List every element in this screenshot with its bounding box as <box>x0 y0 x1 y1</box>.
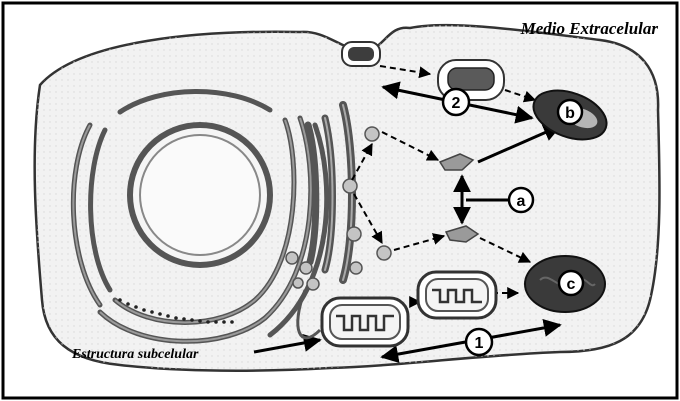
marker-2-label: 2 <box>452 95 461 112</box>
nucleus <box>130 125 270 265</box>
mitochondrion-subcellular <box>322 298 408 346</box>
label-medio-extracelular: Medio Extracelular <box>520 19 659 38</box>
mitochondrion-2 <box>418 272 496 318</box>
marker-a-label: a <box>517 193 526 210</box>
marker-1-label: 1 <box>475 335 484 352</box>
label-estructura-subcelular: Estructura subcelular <box>71 347 199 362</box>
marker-b-label: b <box>565 105 575 122</box>
marker-c-label: c <box>567 276 576 293</box>
endocytosis-vesicle-1 <box>342 42 380 66</box>
